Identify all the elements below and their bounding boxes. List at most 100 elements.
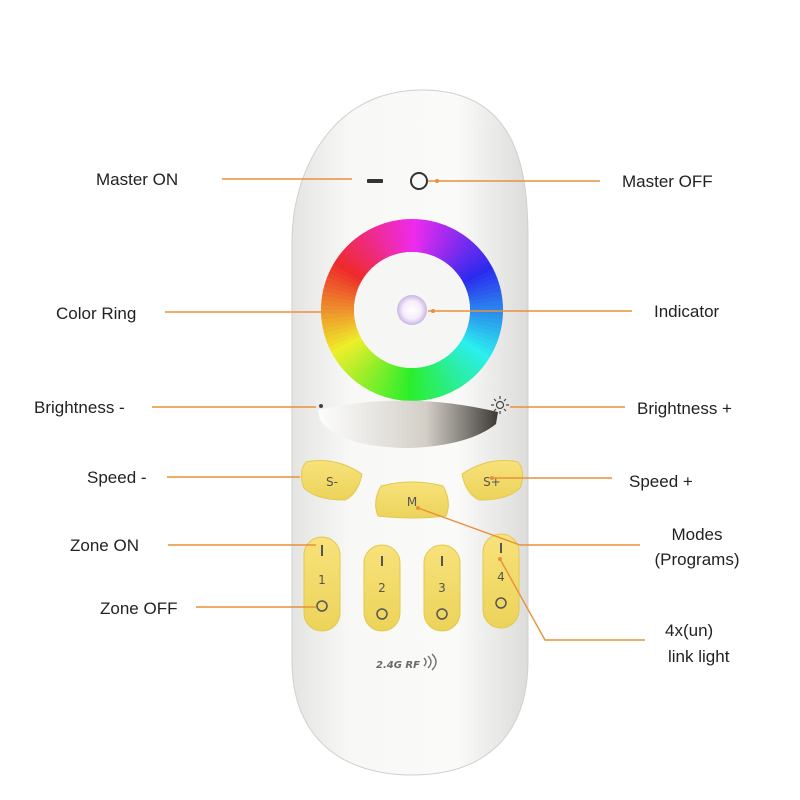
color-ring-segment [370,226,389,259]
master-off-button[interactable] [410,172,428,190]
color-ring-segment [468,291,503,302]
color-ring-segment [426,365,441,399]
color-ring-segment [328,267,361,287]
color-ring-segment [460,260,492,282]
color-ring-segment [432,225,450,258]
zone-1-off-icon [316,600,328,612]
color-ring-segment [350,352,376,381]
speed-plus-leader-dot [490,476,494,480]
color-ring-segment [362,230,384,262]
color-ring-segment [328,333,361,352]
label-master-off: Master OFF [622,172,713,191]
speed-plus-button[interactable] [461,460,524,501]
color-ring-segment [455,249,484,274]
color-ring-segment [338,251,368,276]
color-ring-segment [397,219,407,253]
zone-button-3[interactable]: 3 [423,544,461,632]
color-ring-segment [464,330,497,348]
color-ring-segment [458,341,489,365]
color-ring-segment [423,366,436,400]
color-ring-segment [379,223,395,256]
color-ring-segment [407,218,413,253]
color-ring-segment [361,358,383,389]
color-ring-segment [325,327,358,343]
color-ring-segment [406,367,412,401]
color-ring-segment [388,220,401,254]
color-ring[interactable] [320,218,504,402]
color-ring-segment [323,324,357,339]
color-ring-segment [461,336,494,357]
label-link-line1: 4x(un) [665,621,713,640]
color-ring-segment [415,219,423,253]
color-ring-segment [446,236,471,266]
color-ring-segment [463,268,496,287]
mode-button[interactable] [375,481,449,519]
brightness-minus-icon[interactable] [319,404,323,408]
color-ring-segment [469,316,503,326]
color-ring-segment [435,226,455,259]
label-master-on: Master ON [96,170,178,189]
color-ring-segment [427,222,442,256]
color-ring-segment [321,304,355,310]
master-on-button[interactable] [367,179,383,183]
color-ring-segment [341,248,370,274]
color-ring-segment [453,245,481,272]
zone-3-off-icon [436,608,448,620]
color-ring-segment [369,361,389,394]
zone-3-number: 3 [438,581,446,595]
label-programs: (Programs) [654,550,739,569]
color-ring-segment [354,235,379,265]
color-ring-segment [467,281,501,296]
rf-marking: 2.4G RF [376,660,420,671]
zone-button-4[interactable]: 4 [482,533,520,629]
label-color-ring: Color Ring [56,304,136,323]
color-ring-segment [383,221,398,255]
color-ring-segment [321,294,355,304]
zone-1-number: 1 [318,573,326,587]
brightness-plus-icon[interactable] [491,396,509,414]
color-ring-segment [343,348,371,375]
zone-button-1[interactable]: 1 [303,536,341,632]
label-link-line2: link light [668,647,730,666]
color-ring-segment [460,339,491,361]
brightness-slider[interactable] [318,400,498,448]
indicator-leader-dot [431,309,435,313]
color-ring-segment [458,256,489,279]
color-ring-segment [454,346,483,372]
color-ring-segment [392,366,403,400]
color-ring-segment [469,305,504,311]
color-ring-segment [469,295,503,305]
label-brightness-plus: Brightness + [637,399,732,418]
color-ring-segment [432,362,450,396]
color-ring-segment [387,365,400,400]
indicator-light [397,295,427,325]
color-ring-segment [358,233,381,264]
color-ring-segment [411,367,417,402]
speed-minus-button[interactable] [300,460,363,501]
color-ring-segment [443,356,466,387]
color-ring-segment [462,264,494,285]
master-off-leader-dot [435,179,439,183]
mode-label: M [407,495,417,509]
color-ring-segment [452,348,480,376]
color-ring-segment [468,286,502,299]
label-speed-minus: Speed - [87,468,147,487]
color-ring-segment [393,219,404,254]
color-ring-segment [382,364,397,398]
color-ring-segment [351,238,376,267]
color-ring-segment [332,338,364,360]
zone-button-2[interactable]: 2 [363,544,401,632]
color-ring-segment [450,242,478,270]
label-zone-on: Zone ON [70,536,139,555]
color-ring-segment [467,322,502,335]
color-ring-segment [468,319,502,330]
modes-leader-dot [416,506,420,510]
color-ring-segment [378,363,395,397]
label-indicator: Indicator [654,302,720,321]
label-zone-off: Zone OFF [100,599,177,618]
modes-leader [417,507,640,546]
color-ring-segment [347,241,374,269]
color-ring-segment [321,299,355,307]
color-ring-segment [325,276,359,293]
